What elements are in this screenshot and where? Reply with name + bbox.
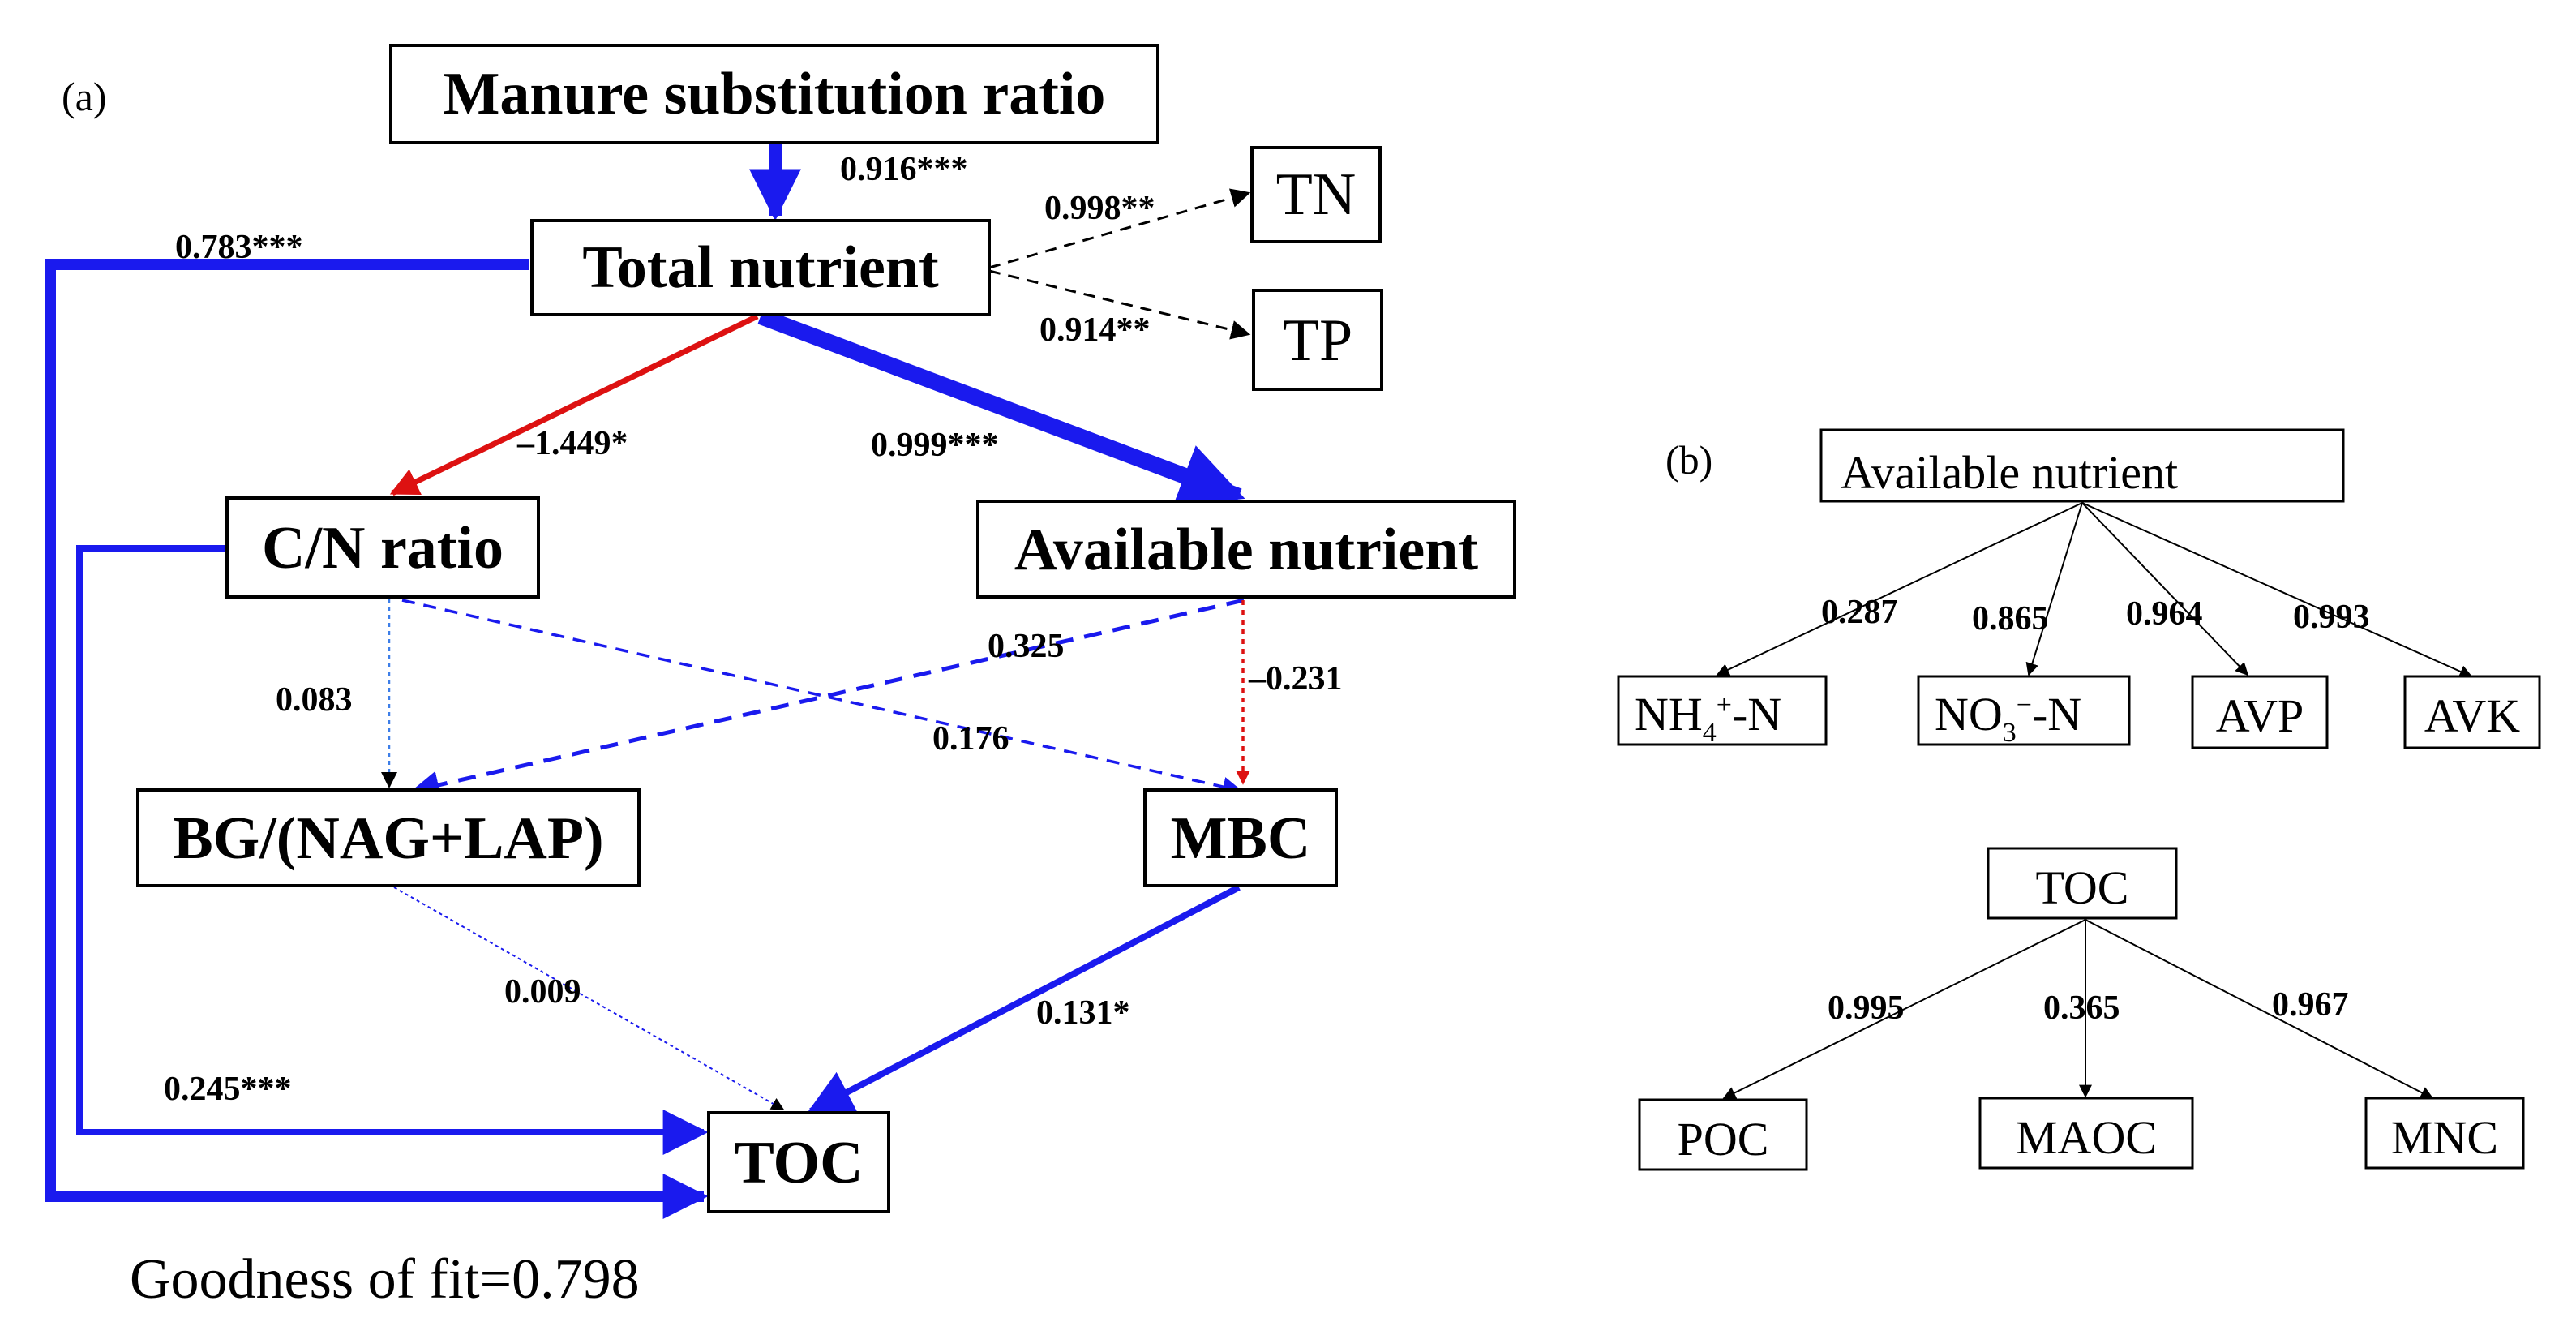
svg-text:NO3−-N: NO3−-N	[1935, 688, 2081, 748]
panel-a-coefficients: 0.916*** 0.998** 0.914** 0.783*** –1.449…	[164, 151, 1343, 1108]
svg-text:TN: TN	[1276, 161, 1357, 228]
svg-text:Total nutrient: Total nutrient	[582, 234, 939, 301]
loading-avk: 0.993	[2293, 599, 2370, 636]
svg-text:MNC: MNC	[2391, 1111, 2498, 1164]
svg-text:NH4+-N: NH4+-N	[1635, 688, 1781, 748]
coef-total-cn: –1.449*	[516, 425, 628, 462]
loading-no3: 0.865	[1972, 600, 2049, 637]
svg-text:TP: TP	[1283, 307, 1352, 374]
svg-text:AVK: AVK	[2424, 689, 2520, 742]
node-bg-ratio: BG/(NAG+LAP)	[136, 788, 641, 887]
arrow-available-nutrient-to-bg-ratio	[410, 598, 1245, 800]
svg-text:Available nutrient: Available nutrient	[1841, 446, 2178, 499]
loading-poc: 0.995	[1828, 989, 1905, 1027]
coef-total-tn: 0.998**	[1044, 190, 1155, 227]
available-nutrient-tree: Available nutrient NH4+-N NO3−-N AVP AVK…	[1617, 428, 2541, 749]
coef-avail-bg: 0.325	[988, 628, 1065, 665]
goodness-of-fit: Goodness of fit=0.798	[130, 1248, 640, 1311]
loading-mnc: 0.967	[2272, 986, 2349, 1024]
node-nh4-n: NH4+-N	[1617, 675, 1828, 748]
coef-total-toc: 0.783***	[175, 229, 303, 266]
node-toc: TOC	[707, 1111, 890, 1213]
coef-avail-mbc: –0.231	[1248, 660, 1343, 698]
node-avk: AVK	[2403, 675, 2541, 749]
panel-b-label: (b)	[1665, 437, 1712, 483]
arrow-total-nutrient-to-cn-ratio	[389, 313, 759, 496]
svg-text:AVP: AVP	[2216, 689, 2304, 742]
node-avp: AVP	[2191, 675, 2329, 749]
panel-a-label: (a)	[62, 74, 107, 119]
arrow-cn-ratio-to-mbc	[401, 599, 1243, 797]
loading-nh4: 0.287	[1821, 594, 1898, 631]
node-mbc: MBC	[1143, 788, 1338, 887]
node-toc-b: TOC	[1987, 847, 2178, 920]
node-available-nutrient: Available nutrient	[976, 500, 1516, 599]
svg-text:TOC: TOC	[734, 1130, 863, 1196]
svg-text:TOC: TOC	[2036, 861, 2129, 914]
node-tp: TP	[1252, 289, 1383, 391]
node-no3-n: NO3−-N	[1917, 675, 2131, 748]
arrow-cn-ratio-to-toc	[76, 545, 709, 1155]
panel-a-arrows	[45, 144, 1251, 1219]
loading-avp: 0.964	[2126, 595, 2203, 633]
coef-cn-mbc: 0.176	[932, 720, 1009, 758]
coef-cn-bg: 0.083	[276, 681, 353, 719]
arrow-total-nutrient-to-toc	[45, 259, 709, 1219]
arrow-mbc-to-toc	[807, 884, 1241, 1114]
svg-text:MBC: MBC	[1171, 805, 1311, 872]
coef-mbc-toc: 0.131*	[1036, 994, 1130, 1032]
node-available-nutrient-b: Available nutrient	[1819, 428, 2345, 503]
node-manure: Manure substitution ratio	[389, 44, 1159, 144]
svg-text:MAOC: MAOC	[2016, 1111, 2157, 1164]
node-tn: TN	[1250, 146, 1382, 243]
coef-bg-toc: 0.009	[504, 973, 581, 1011]
coef-total-tp: 0.914**	[1039, 311, 1151, 349]
arrow-total-nutrient-to-tn	[988, 188, 1251, 269]
node-maoc: MAOC	[1978, 1097, 2194, 1170]
node-total-nutrient: Total nutrient	[530, 219, 991, 316]
loading-maoc: 0.365	[2043, 989, 2120, 1027]
svg-text:Available nutrient: Available nutrient	[1014, 517, 1478, 583]
svg-text:Manure substitution ratio: Manure substitution ratio	[444, 61, 1106, 127]
arrow-total-nutrient-to-available-nutrient	[757, 308, 1245, 507]
node-poc: POC	[1638, 1098, 1808, 1171]
svg-text:BG/(NAG+LAP): BG/(NAG+LAP)	[173, 805, 603, 872]
svg-text:C/N ratio: C/N ratio	[262, 515, 504, 582]
coef-cn-toc: 0.245***	[164, 1071, 292, 1108]
toc-tree: TOC POC MAOC MNC 0.995 0.365 0.967	[1638, 847, 2525, 1171]
arrow-total-nutrient-to-tp	[988, 269, 1251, 340]
node-mnc: MNC	[2364, 1097, 2525, 1170]
arrow-bg-ratio-to-toc	[393, 886, 785, 1110]
coef-manure-total: 0.916***	[840, 151, 968, 188]
coef-total-avail: 0.999***	[871, 427, 999, 464]
node-cn-ratio: C/N ratio	[225, 496, 540, 599]
svg-text:POC: POC	[1678, 1113, 1769, 1165]
